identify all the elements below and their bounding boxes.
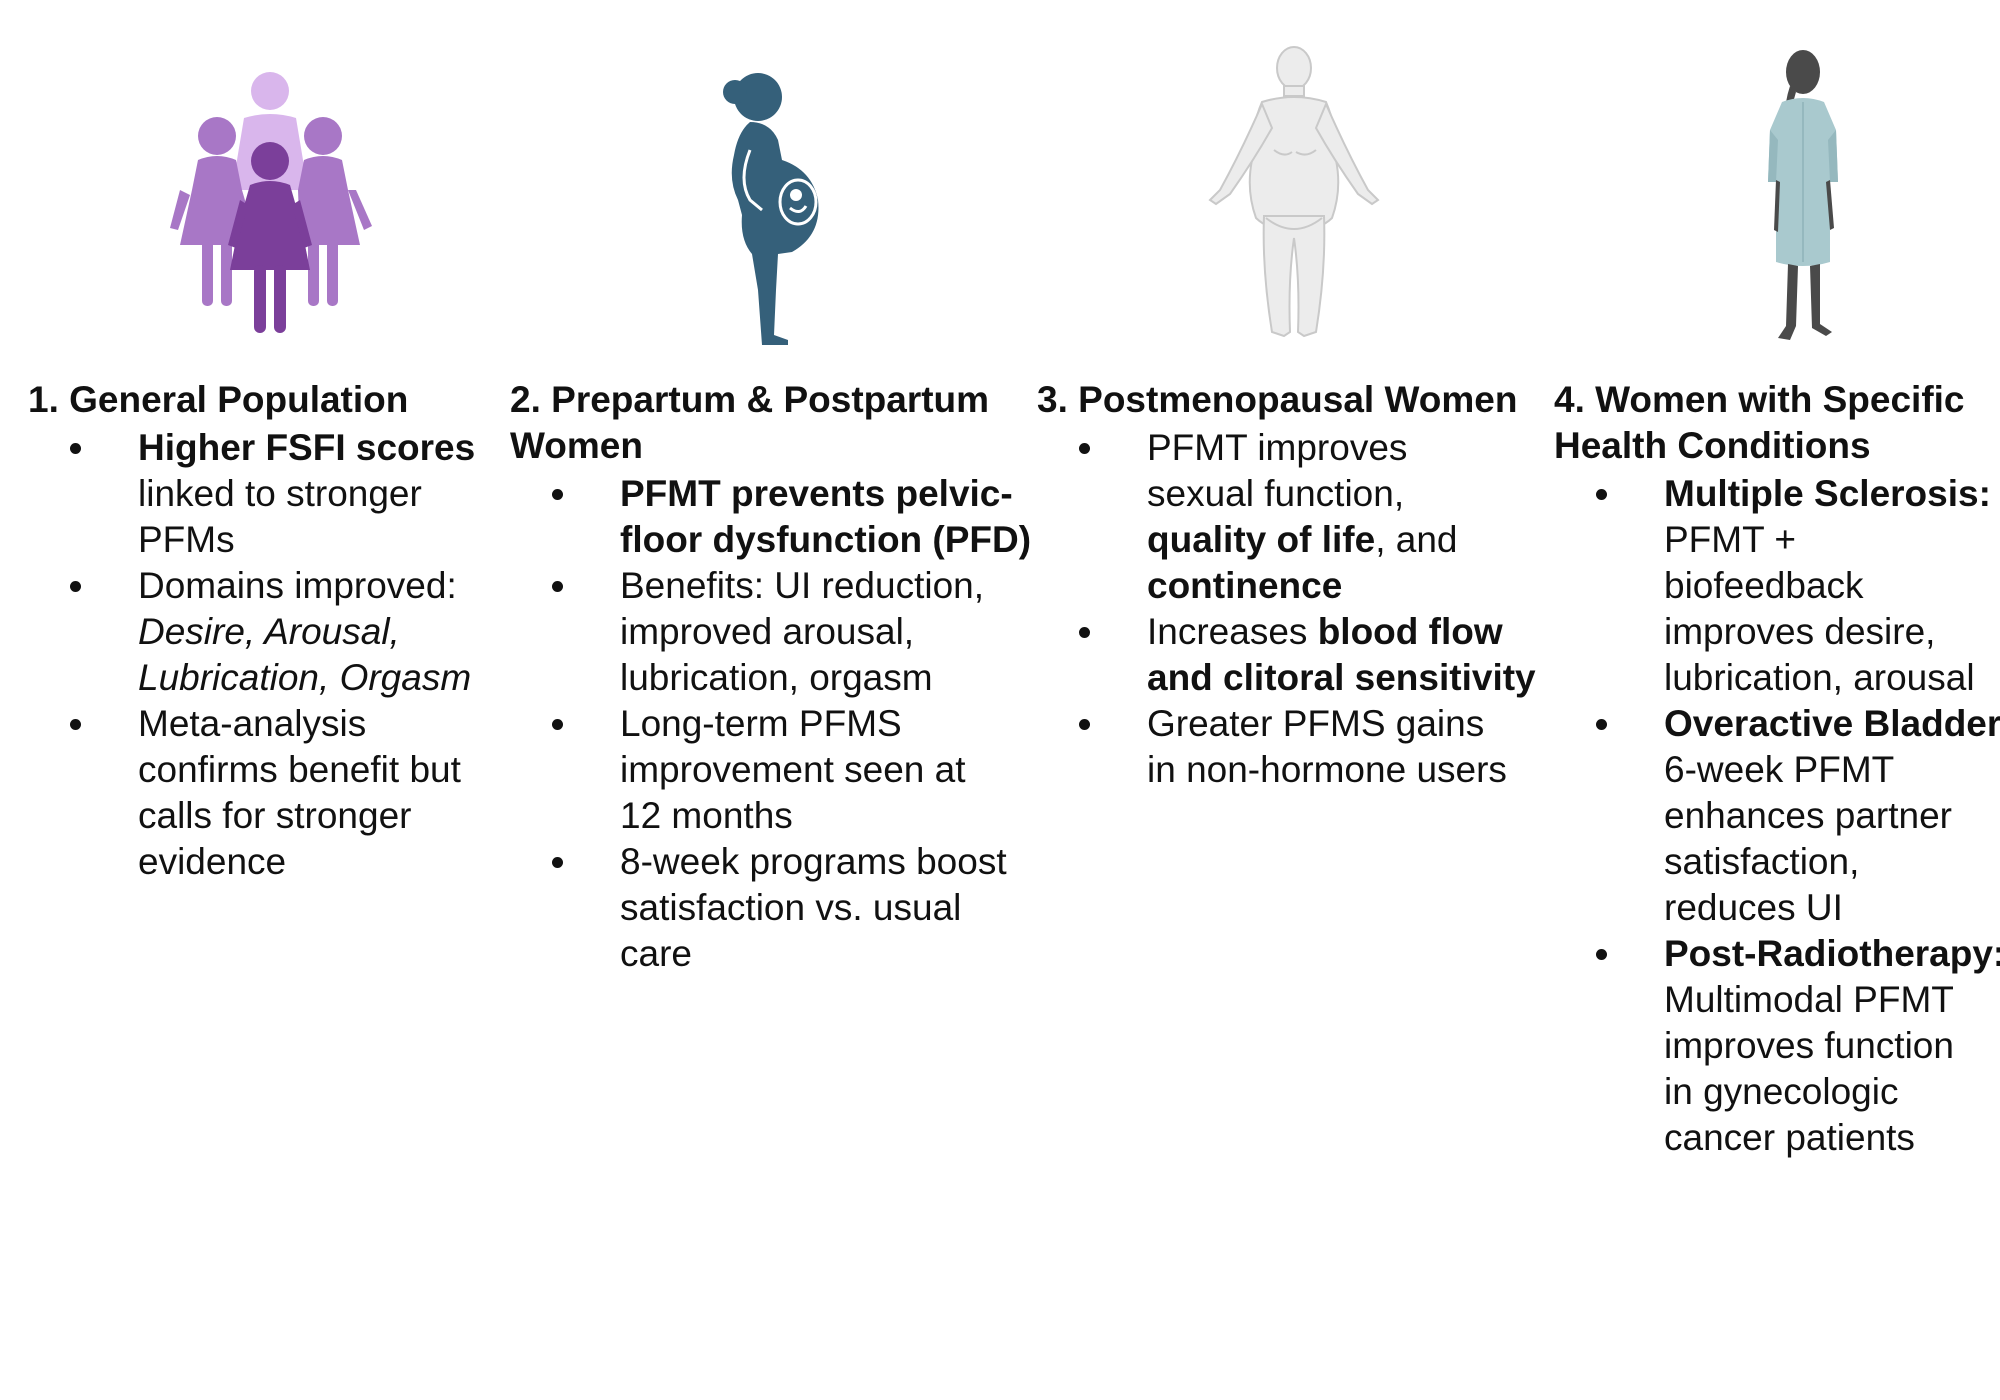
- list-item: PFMT prevents pelvic- floor dysfunction …: [542, 471, 1031, 563]
- bullet-list-general-population: Higher FSFI scores linked to stronger PF…: [60, 425, 475, 885]
- postmenopausal-woman-icon: [1180, 40, 1420, 350]
- bullet-list-specific-health-conditions: Multiple Sclerosis: PFMT + biofeedback i…: [1586, 471, 2000, 1161]
- list-item: Higher FSFI scores linked to stronger PF…: [60, 425, 475, 563]
- heading-prepartum-postpartum: 2. Prepartum & Postpartum Women: [510, 379, 990, 466]
- list-item: Greater PFMS gains in non-hormone users: [1069, 701, 1536, 793]
- list-item: 8-week programs boost satisfaction vs. u…: [542, 839, 1031, 977]
- patient-in-gown-icon: [1690, 40, 1930, 350]
- heading-specific-health-conditions: 4. Women with Specific Health Conditions: [1554, 379, 1965, 466]
- heading-general-population: 1. General Population: [28, 379, 409, 420]
- bullet-list-prepartum-postpartum: PFMT prevents pelvic- floor dysfunction …: [542, 471, 1031, 977]
- pregnant-woman-icon: [650, 40, 890, 350]
- group-of-women-icon: [150, 40, 390, 350]
- list-item: Multiple Sclerosis: PFMT + biofeedback i…: [1586, 471, 2000, 701]
- bullet-list-postmenopausal: PFMT improves sexual function, quality o…: [1069, 425, 1536, 793]
- list-item: Overactive Bladder: 6-week PFMT enhances…: [1586, 701, 2000, 931]
- list-item: Post-Radiotherapy: Multimodal PFMT impro…: [1586, 931, 2000, 1161]
- list-item: Benefits: UI reduction, improved arousal…: [542, 563, 1031, 701]
- column-general-population: 1. General Population Higher FSFI scores…: [0, 0, 500, 1400]
- heading-postmenopausal: 3. Postmenopausal Women: [1037, 379, 1518, 420]
- list-item: PFMT improves sexual function, quality o…: [1069, 425, 1536, 609]
- list-item: Meta-analysis confirms benefit but calls…: [60, 701, 475, 885]
- list-item: Long-term PFMS improvement seen at 12 mo…: [542, 701, 1031, 839]
- list-item: Domains improved: Desire, Arousal, Lubri…: [60, 563, 475, 701]
- list-item: Increases blood flow and clitoral sensit…: [1069, 609, 1536, 701]
